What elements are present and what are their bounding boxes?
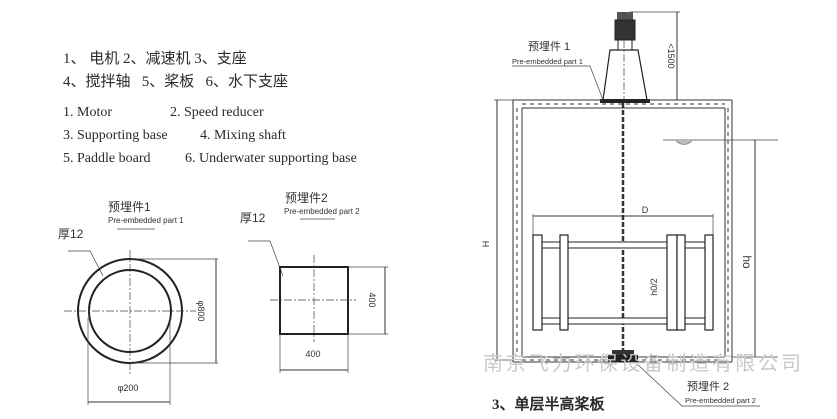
legend-en-3: 3. Supporting base — [63, 128, 168, 143]
water-level-icon — [675, 140, 693, 145]
assembly-caption: 3、单层半高桨板 — [492, 395, 606, 413]
assembly-drawing: <1500 预埋件 1 Pre-embedded part 1 H ho — [481, 11, 778, 407]
watermark: 南京飞力环保设备制造有限公司 — [483, 351, 801, 375]
dim-H: H — [481, 241, 491, 248]
speed-reducer-base — [602, 49, 648, 101]
bottom-label-cn: 预埋件 2 — [687, 380, 729, 393]
dim-top: <1500 — [666, 43, 676, 68]
underwater-support — [612, 350, 634, 355]
paddle-board — [532, 234, 714, 331]
part2-thickness: 厚12 — [240, 211, 266, 225]
part2-title-en: Pre-embedded part 2 — [284, 207, 360, 216]
part2-height-dim: 400 — [367, 292, 377, 307]
top-label-en: Pre-embedded part 1 — [512, 57, 583, 66]
part2-title-cn: 预埋件2 — [285, 191, 328, 205]
legend-cn-line2: 4、搅拌轴 5、桨板 6、水下支座 — [63, 72, 288, 90]
part1-thickness: 厚12 — [58, 227, 84, 241]
part1-title-cn: 预埋件1 — [108, 200, 151, 214]
legend-en-4: 4. Mixing shaft — [200, 128, 286, 143]
part1-drawing: 预埋件1 Pre-embedded part 1 厚12 φ800 φ200 — [58, 200, 218, 405]
dim-D: D — [642, 205, 649, 215]
legend-cn-line1: 1、 电机 2、减速机 3、支座 — [63, 50, 247, 67]
part1-outer-dim: φ800 — [196, 301, 206, 322]
legend-en-2: 2. Speed reducer — [170, 105, 264, 120]
legend-en-5: 5. Paddle board — [63, 151, 150, 166]
motor — [617, 12, 633, 22]
part2-drawing: 预埋件2 Pre-embedded part 2 厚12 400 400 — [240, 191, 388, 373]
bottom-label-en: Pre-embedded part 2 — [685, 396, 756, 405]
part1-inner-dim: φ200 — [118, 383, 139, 393]
part1-title-en: Pre-embedded part 1 — [108, 216, 184, 225]
part2-width-dim: 400 — [305, 349, 320, 359]
top-label-cn: 预埋件 1 — [528, 40, 570, 53]
legend: 1、 电机 2、减速机 3、支座 4、搅拌轴 5、桨板 6、水下支座 1. Mo… — [63, 50, 357, 166]
dim-ho: ho — [740, 255, 754, 269]
legend-en-1: 1. Motor — [63, 105, 112, 120]
tank — [512, 99, 733, 363]
legend-en-6: 6. Underwater supporting base — [185, 151, 357, 166]
dim-h0-2: h0/2 — [649, 278, 659, 296]
